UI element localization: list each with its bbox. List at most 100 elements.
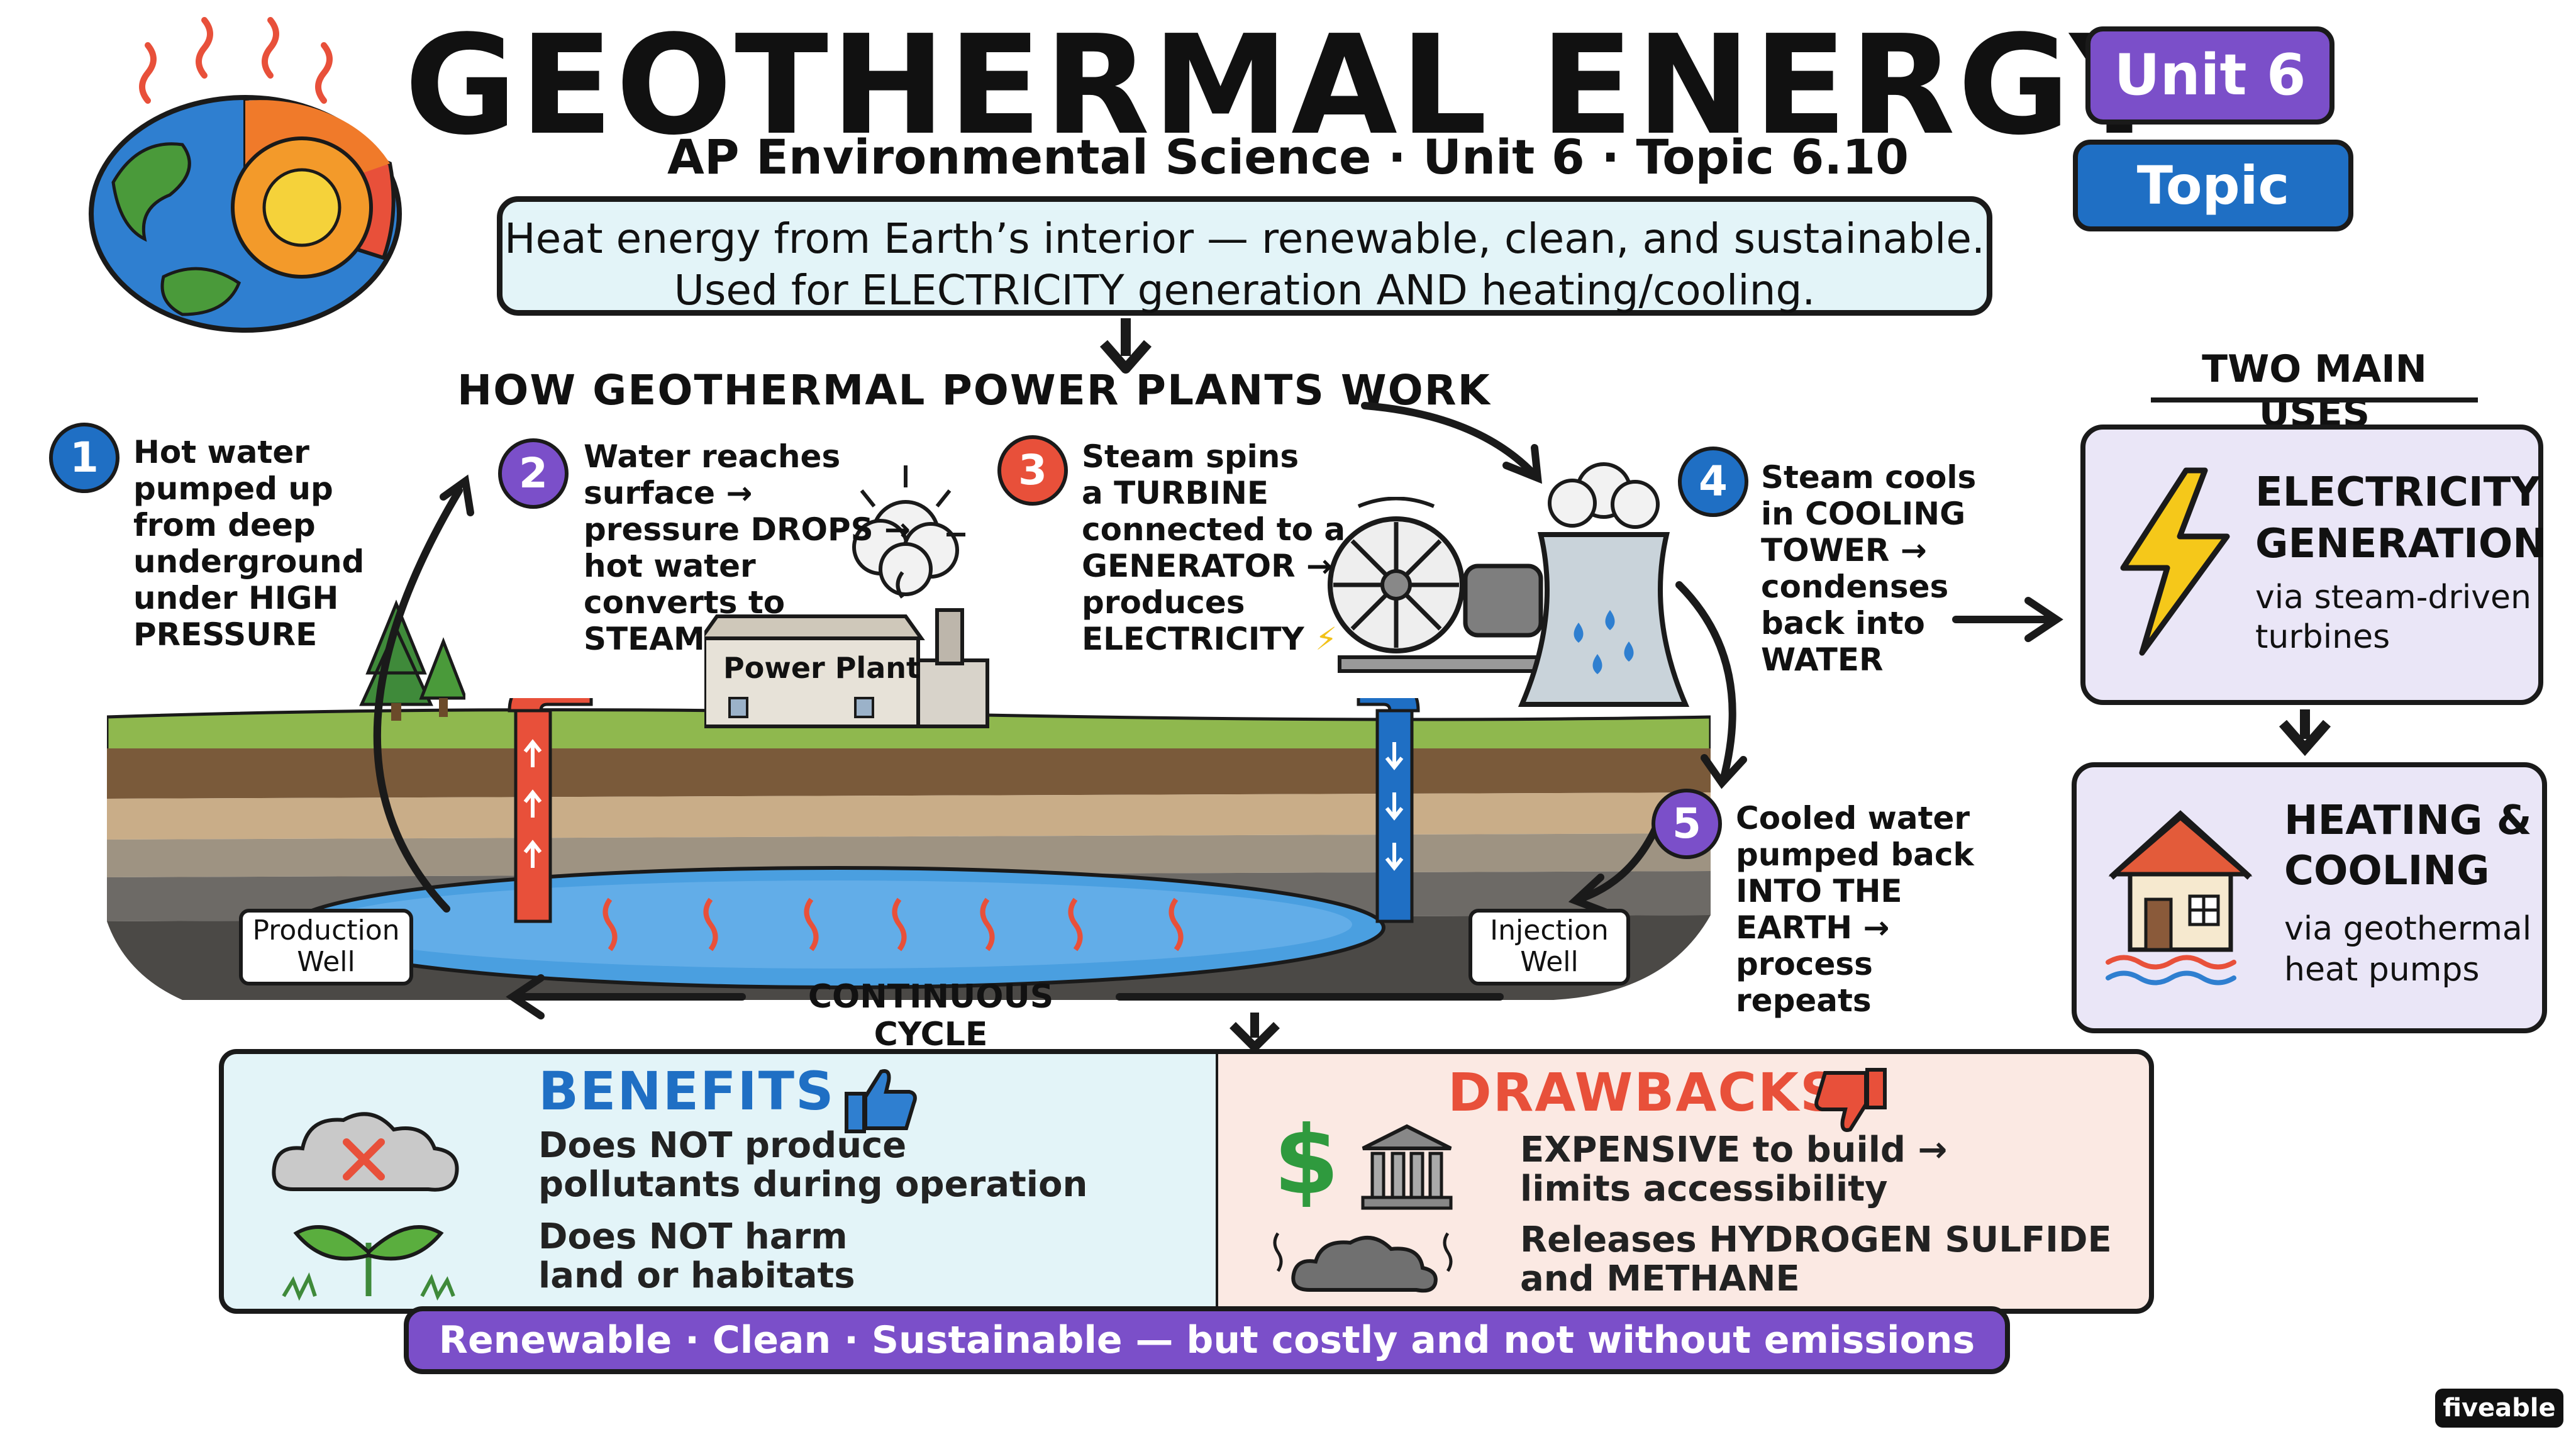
step-2-text: Water reaches surface → pressure DROPS →… xyxy=(584,438,911,657)
drawback-1-line: limits accessibility xyxy=(1520,1169,1888,1209)
step-5-number: 5 xyxy=(1652,789,1722,859)
heating-head-1: HEATING & xyxy=(2284,797,2532,844)
injection-label-line1: Injection xyxy=(1490,914,1609,947)
gas-cloud-icon xyxy=(1273,1232,1453,1293)
step-1-number: 1 xyxy=(49,423,119,493)
production-label-line1: Production xyxy=(252,914,400,947)
step-2-line: surface → xyxy=(584,475,753,511)
benefit-1-line: pollutants during operation xyxy=(538,1164,1088,1205)
down-arrow-icon xyxy=(1099,318,1152,374)
step-2-line: converts to xyxy=(584,584,786,621)
benefit-2: Does NOT harm land or habitats xyxy=(538,1218,855,1296)
benefits-heading: BENEFITS xyxy=(538,1060,835,1122)
benefit-2-line: Does NOT harm xyxy=(538,1216,848,1257)
step-2-line: pressure DROPS → xyxy=(584,511,911,548)
lightning-icon xyxy=(2120,467,2230,656)
unit-badge: Unit 6 xyxy=(2085,26,2334,125)
intro-line-1: Heat energy from Earth’s interior — rene… xyxy=(504,214,1985,263)
heating-sub-2: heat pumps xyxy=(2284,951,2480,989)
lightning-small-icon: ⚡ xyxy=(1315,621,1338,657)
step-1-line: under HIGH xyxy=(133,580,339,616)
step-4-text: Steam cools in COOLING TOWER → condenses… xyxy=(1761,459,1976,678)
cloud-x-icon xyxy=(272,1112,459,1192)
brand-logo[interactable]: fiveable xyxy=(2435,1389,2563,1428)
unit-badge-label: Unit 6 xyxy=(2114,42,2306,108)
step-2-line: STEAM xyxy=(584,621,705,657)
uses-heading-underline xyxy=(2151,397,2478,402)
step-1-line: Hot water xyxy=(133,434,309,470)
step-2-number: 2 xyxy=(498,438,569,509)
step-4-line: in COOLING xyxy=(1761,496,1966,532)
trees-icon xyxy=(359,599,465,721)
benefit-1: Does NOT produce pollutants during opera… xyxy=(538,1126,1087,1204)
step-3-line: Steam spins xyxy=(1082,438,1299,475)
thumbs-up-icon xyxy=(845,1069,917,1133)
step-1-text: Hot water pumped up from deep undergroun… xyxy=(133,434,364,653)
drawback-1: EXPENSIVE to build → limits accessibilit… xyxy=(1520,1131,1947,1209)
power-plant-icon xyxy=(704,608,989,728)
electricity-use-box: ELECTRICITY GENERATION via steam-driven … xyxy=(2080,425,2546,705)
step-3-line: produces xyxy=(1082,584,1245,621)
step-4-line: TOWER → xyxy=(1761,532,1927,569)
turbine-icon xyxy=(1328,497,1549,673)
dollar-icon: $ xyxy=(1274,1106,1340,1216)
step-3-line: a TURBINE xyxy=(1082,475,1269,511)
step-5-line: repeats xyxy=(1736,982,1872,1019)
electricity-head-1: ELECTRICITY xyxy=(2255,469,2540,516)
step-3-line: connected to a xyxy=(1082,511,1346,548)
sprout-icon xyxy=(282,1225,455,1301)
continuous-cycle-label: CONTINUOUS CYCLE xyxy=(808,978,1054,1053)
step-4-line: Steam cools xyxy=(1761,459,1977,496)
electricity-head-2: GENERATION xyxy=(2255,521,2546,567)
step-3-text: Steam spins a TURBINE connected to a GEN… xyxy=(1082,438,1345,657)
benefit-1-line: Does NOT produce xyxy=(538,1125,907,1166)
step-3-line-text: ELECTRICITY xyxy=(1082,621,1304,657)
injection-well-label: Injection Well xyxy=(1468,909,1630,985)
step-3-line: ELECTRICITY ⚡ xyxy=(1082,621,1345,657)
electricity-sub-1: via steam-driven xyxy=(2255,579,2531,616)
drawback-2-line: Releases HYDROGEN SULFIDE xyxy=(1520,1219,2112,1260)
uses-heading: TWO MAIN USES xyxy=(2202,347,2427,435)
step-1-line: PRESSURE xyxy=(133,616,318,653)
heating-sub-1: via geothermal xyxy=(2284,910,2532,948)
step-4-line: condenses xyxy=(1761,569,1949,605)
earth-core-icon xyxy=(89,17,402,333)
step-3-number: 3 xyxy=(997,435,1068,506)
step-5-line: Cooled water xyxy=(1736,800,1970,836)
cooling-tower-icon xyxy=(1518,462,1690,707)
heating-head-2: COOLING xyxy=(2284,848,2490,894)
step-2-line: hot water xyxy=(584,548,756,584)
step-1-line: from deep xyxy=(133,507,316,543)
intro-box: Heat energy from Earth’s interior — rene… xyxy=(497,196,1992,316)
power-plant-label: Power Plant xyxy=(723,651,920,685)
step-1-line: underground xyxy=(133,543,365,580)
production-well-label: Production Well xyxy=(239,909,413,985)
step-4-line: back into xyxy=(1761,605,1925,641)
house-icon xyxy=(2106,810,2253,985)
step-4-line: WATER xyxy=(1761,641,1884,678)
topic-badge: Topic 6.10 xyxy=(2073,140,2353,298)
electricity-sub-2: turbines xyxy=(2255,618,2390,656)
page-subtitle: AP Environmental Science · Unit 6 · Topi… xyxy=(667,129,1909,185)
step-1-line: pumped up xyxy=(133,470,333,507)
drawback-2-line: and METHANE xyxy=(1520,1258,1800,1299)
step-5-text: Cooled water pumped back INTO THE EARTH … xyxy=(1736,800,1974,1019)
drawback-1-line: EXPENSIVE to build → xyxy=(1520,1130,1948,1170)
benefit-2-line: land or habitats xyxy=(538,1255,855,1296)
bank-icon xyxy=(1361,1124,1453,1210)
drawbacks-panel: DRAWBACKS $ EXPENSIVE to build → limits … xyxy=(1216,1049,2154,1314)
page-title: GEOTHERMAL ENERGY xyxy=(404,6,2172,165)
step-5-line: INTO THE xyxy=(1736,873,1902,909)
topic-badge-label: Topic 6.10 xyxy=(2136,155,2290,298)
steam-cloud-icon xyxy=(852,465,965,599)
intro-line-2: Used for ELECTRICITY generation AND heat… xyxy=(674,266,1816,314)
step-4-number: 4 xyxy=(1678,447,1748,517)
drawback-2: Releases HYDROGEN SULFIDE and METHANE xyxy=(1520,1221,2112,1299)
step-5-line: process xyxy=(1736,946,1873,982)
drawbacks-heading: DRAWBACKS xyxy=(1448,1062,1840,1123)
step-2-line: Water reaches xyxy=(584,438,841,475)
step-3-line: GENERATOR → xyxy=(1082,548,1333,584)
production-label-line2: Well xyxy=(297,946,355,978)
step-5-line: pumped back xyxy=(1736,836,1974,873)
process-heading: HOW GEOTHERMAL POWER PLANTS WORK xyxy=(457,366,1491,414)
